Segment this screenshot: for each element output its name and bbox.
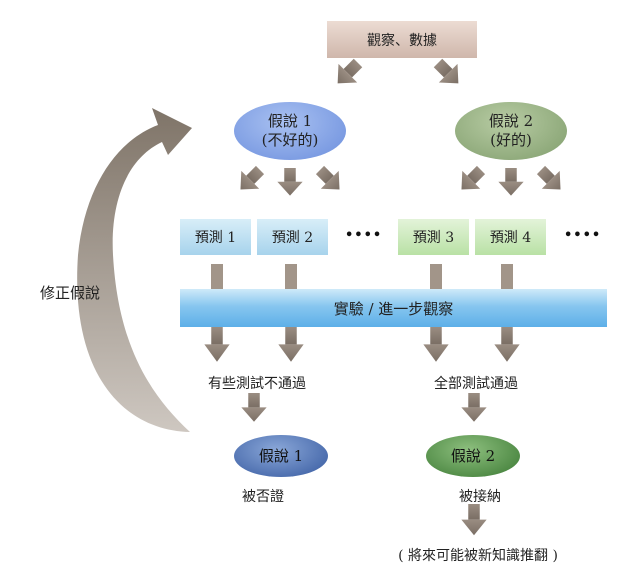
hypothesis-1-quality: (不好的)	[261, 131, 319, 149]
arrow-exp-to-out2b	[494, 327, 520, 362]
arrow-out1-to-result1	[241, 393, 267, 422]
arrow-h1-to-p1	[231, 161, 269, 199]
hypothesis-1-ellipse: 假說 1 (不好的)	[234, 102, 346, 160]
footnote-may-be-overturned: ( 將來可能被新知識推翻 )	[398, 548, 558, 564]
arrow-exp-to-out1b	[278, 327, 304, 362]
outcome-some-fail: 有些測試不通過	[208, 376, 306, 392]
rejected-hypothesis-ellipse: 假說 1	[234, 435, 328, 477]
arrow-h2-to-more	[532, 161, 570, 199]
accepted-hypothesis-ellipse: 假說 2	[426, 435, 520, 477]
observation-box: 觀察、數據	[327, 21, 477, 58]
prediction-1-box: 預測 1	[180, 219, 251, 255]
more-predictions-ellipsis-1: ••••	[345, 228, 383, 243]
rejected-verdict: 被否證	[242, 489, 284, 505]
arrow-out2-to-result2	[461, 393, 487, 422]
revise-curve-arrow	[77, 108, 192, 478]
more-predictions-ellipsis-2: ••••	[564, 228, 602, 243]
arrow-h2-to-p4	[498, 168, 524, 196]
prediction-2-box: 預測 2	[257, 219, 328, 255]
hypothesis-2-ellipse: 假說 2 (好的)	[455, 102, 567, 160]
arrow-h2-to-p3	[452, 161, 490, 199]
revise-hypothesis-label: 修正假說	[39, 284, 100, 302]
outcome-all-pass: 全部測試通過	[434, 376, 518, 392]
arrow-exp-to-out1a	[204, 327, 230, 362]
arrow-obs-to-h1	[328, 53, 368, 93]
hypothesis-1-title: 假說 1	[267, 112, 313, 130]
stem-p2	[285, 264, 297, 289]
stem-p4	[501, 264, 513, 289]
experiment-bar: 實驗 / 進一步觀察	[180, 289, 607, 327]
accepted-verdict: 被接納	[459, 489, 501, 505]
arrow-exp-to-out2a	[423, 327, 449, 362]
hypothesis-2-quality: (好的)	[490, 131, 532, 149]
hypothesis-2-title: 假說 2	[488, 112, 534, 130]
stem-p1	[211, 264, 223, 289]
arrow-result2-to-footnote	[461, 504, 487, 536]
arrow-h1-to-p2	[277, 168, 303, 196]
prediction-4-box: 預測 4	[475, 219, 546, 255]
prediction-3-box: 預測 3	[398, 219, 469, 255]
arrow-obs-to-h2	[428, 53, 468, 93]
stem-p3	[430, 264, 442, 289]
arrow-h1-to-more	[311, 161, 349, 199]
